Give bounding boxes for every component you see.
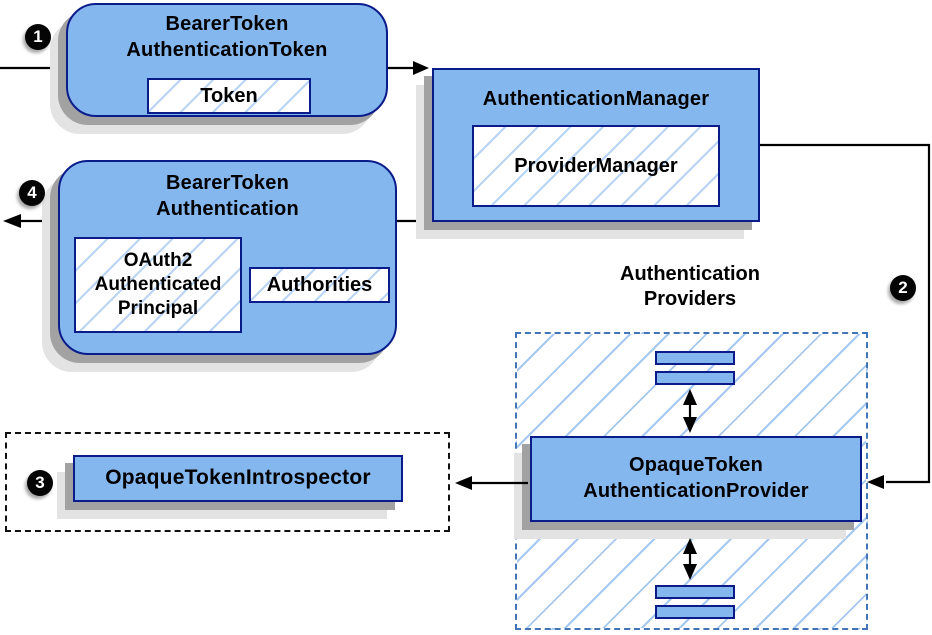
node-title-bearer-token-authentication: BearerToken Authentication xyxy=(156,172,299,220)
node-opaque-token-introspector: OpaqueTokenIntrospector xyxy=(73,455,403,502)
step-badge-1: 1 xyxy=(25,24,51,50)
node-title-opaque-token-introspector: OpaqueTokenIntrospector xyxy=(105,466,371,490)
node-bearer-token-authentication: BearerToken Authentication OAuth2 Authen… xyxy=(58,160,397,355)
node-title-opaque-token-authentication-provider: OpaqueToken AuthenticationProvider xyxy=(583,454,809,502)
oauth2-authenticated-principal-box: OAuth2 Authenticated Principal xyxy=(74,237,242,333)
node-authentication-manager: AuthenticationManager ProviderManager xyxy=(432,68,760,222)
node-title-authentication-manager: AuthenticationManager xyxy=(482,88,710,110)
arrowhead-into-manager xyxy=(413,61,429,75)
node-bearer-token-authentication-token: BearerToken AuthenticationToken Token xyxy=(66,3,388,117)
step-badge-4: 4 xyxy=(19,180,45,206)
provider-stub-bar-bottom-2 xyxy=(655,605,735,619)
authorities-box: Authorities xyxy=(249,267,390,303)
arrowhead-into-providers xyxy=(867,475,884,489)
step-badge-3: 3 xyxy=(27,470,53,496)
provider-stub-bar-top-2 xyxy=(655,371,735,385)
provider-manager-box: ProviderManager xyxy=(472,125,720,207)
arrowhead-authentication-out xyxy=(3,214,21,228)
node-title-bearer-token-authentication-token: BearerToken AuthenticationToken xyxy=(126,13,328,61)
node-opaque-token-authentication-provider: OpaqueToken AuthenticationProvider xyxy=(530,436,862,522)
arrowhead-into-introspector xyxy=(455,476,472,490)
provider-stub-bar-top-1 xyxy=(655,351,735,365)
authentication-providers-group-box: OpaqueToken AuthenticationProvider xyxy=(515,332,868,630)
authentication-providers-label: Authentication Providers xyxy=(620,263,760,310)
token-box: Token xyxy=(147,78,311,114)
provider-stub-bar-bottom-1 xyxy=(655,585,735,599)
step-badge-2: 2 xyxy=(890,275,916,301)
introspector-group-box xyxy=(5,432,450,532)
